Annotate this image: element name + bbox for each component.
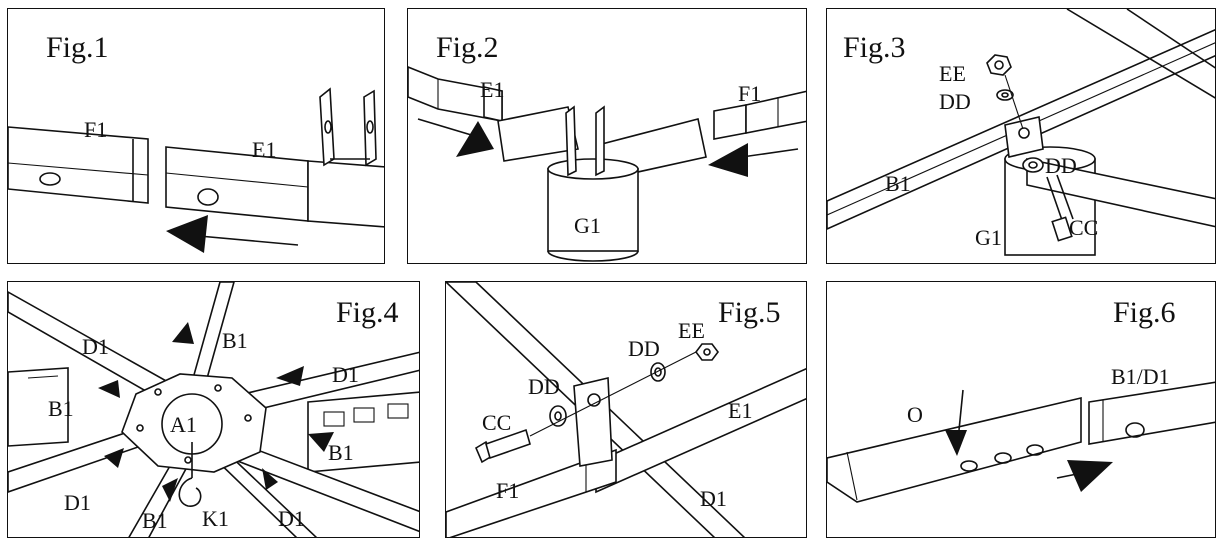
tube-e1 [165,146,384,228]
figure-2-drawing: Fig.2 [408,31,806,262]
label-a1: A1 [170,412,197,437]
figure-1-drawing: Fig.1 F1 E1 [8,31,384,253]
figure-title: Fig.4 [336,296,399,329]
label-dd-top: DD [939,89,971,114]
figure-3-panel: Fig.3 [826,8,1216,264]
cross-beam [1026,158,1215,228]
label-b1-a: B1 [222,328,248,353]
bolt-cc [1046,174,1074,242]
label-g1: G1 [574,213,601,238]
figure-title: Fig.2 [436,31,499,64]
label-cc: CC [482,410,511,435]
label-f1: F1 [84,117,107,142]
nut-ee [695,343,719,361]
label-o: O [907,402,923,427]
hook-k1 [178,442,202,507]
insert-arrow [166,215,299,253]
label-b1-b: B1 [48,396,74,421]
label-e1: E1 [252,137,276,162]
figure-6-drawing: Fig.6 O B1/D1 [827,296,1215,503]
side-beams [8,367,419,473]
label-b1-c: B1 [328,440,354,465]
upper-beams [1066,9,1215,99]
label-f1: F1 [738,81,761,106]
washer-dd-mid [1022,157,1044,173]
washer-dd-b [549,405,567,427]
label-dd-b: DD [528,374,560,399]
label-ee: EE [939,61,966,86]
tube-b1-d1 [1088,381,1215,445]
bracket-plate [573,377,613,467]
label-b1-d: B1 [142,508,168,533]
figure-6-panel: Fig.6 O B1/D1 [826,281,1216,538]
label-f1: F1 [496,478,519,503]
figure-4-drawing: Fig.4 [8,282,419,537]
figure-title: Fig.3 [843,31,906,64]
label-d1-a: D1 [82,334,109,359]
figure-5-drawing: Fig.5 [446,282,806,537]
tube-e1 [408,66,503,122]
label-cc: CC [1069,215,1098,240]
tube-o [827,396,1082,503]
bracket-plate [319,87,377,167]
radial-beams [8,282,419,537]
arrows [98,322,334,502]
label-d1-c: D1 [64,490,91,515]
label-dd-mid: DD [1045,153,1077,178]
label-e1: E1 [480,77,504,102]
tube-f1 [713,90,806,140]
bracket-plate [565,105,605,177]
label-k1: K1 [202,506,229,531]
figure-title: Fig.6 [1113,296,1176,329]
label-e1: E1 [728,398,752,423]
figure-title: Fig.5 [718,296,781,329]
label-g1: G1 [975,225,1002,250]
figure-5-panel: Fig.5 [445,281,807,538]
figure-3-drawing: Fig.3 [827,9,1215,256]
nut-ee [986,54,1012,76]
bolt-cc [474,428,531,464]
label-d1-d: D1 [278,506,305,531]
hub-a1 [121,373,267,473]
bracket-plate [1004,116,1044,158]
insert-arrow-left [417,118,494,157]
label-ee: EE [678,318,705,343]
figure-4-panel: Fig.4 [7,281,420,538]
label-dd-a: DD [628,336,660,361]
washer-dd-top [996,89,1014,101]
tube-f1 [8,126,149,204]
figure-title: Fig.1 [46,31,109,64]
cylinder-g1 [547,158,639,262]
insert-arrow-right [708,143,799,177]
washer-dd-a [650,362,666,382]
insert-arrow [1056,460,1113,492]
down-arrow [945,389,967,456]
figure-1-panel: Fig.1 F1 E1 [7,8,385,264]
label-d1: D1 [700,486,727,511]
label-b1: B1 [885,171,911,196]
figure-2-panel: Fig.2 [407,8,807,264]
label-d1-b: D1 [332,362,359,387]
label-b1-d1: B1/D1 [1111,364,1170,389]
